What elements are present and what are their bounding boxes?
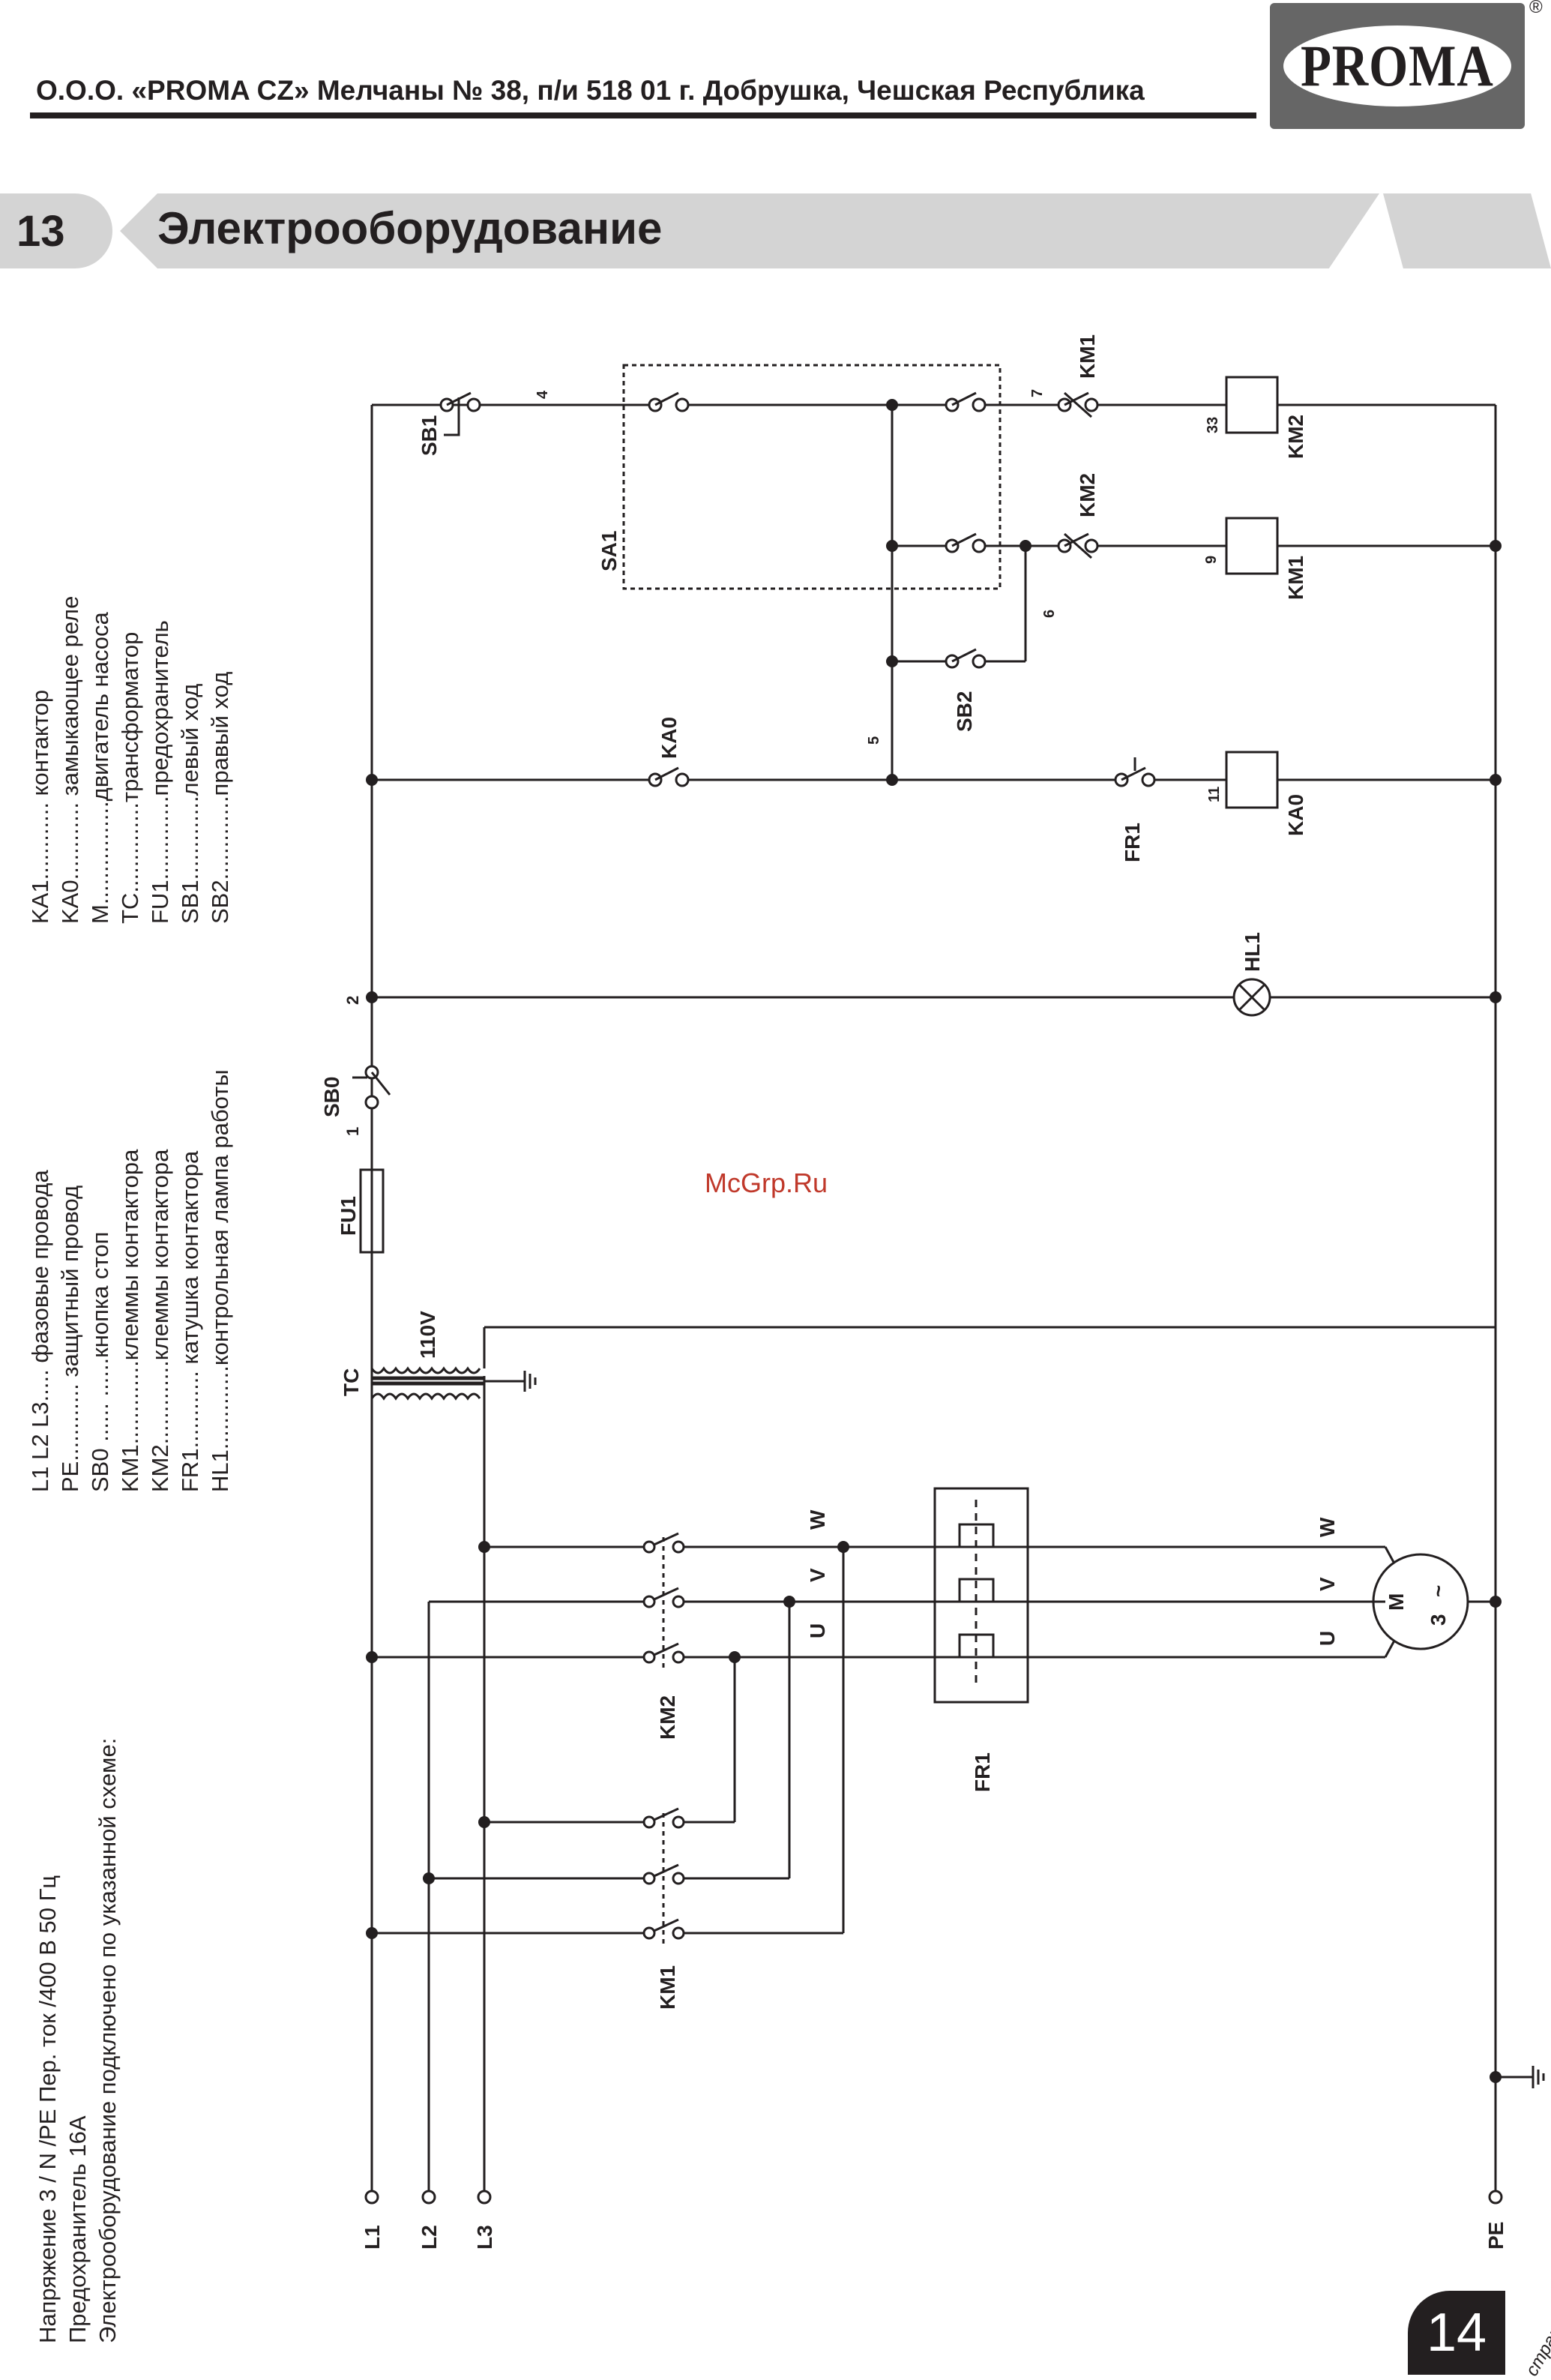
- node-33: 33: [1205, 417, 1221, 433]
- section-number: 13: [16, 206, 65, 256]
- node-4: 4: [534, 390, 551, 399]
- proma-logo-oval: PROMA: [1283, 25, 1511, 106]
- section-number-tab: 13: [0, 193, 112, 268]
- km2-coil-label: KM2: [1284, 415, 1307, 459]
- km1-contact-label: KM1: [1076, 334, 1099, 379]
- w-label: W: [1316, 1517, 1339, 1537]
- section-title: Электрооборудование: [157, 203, 663, 253]
- km1-coil-label: KM1: [1284, 556, 1307, 600]
- sa1-label: SA1: [597, 531, 621, 571]
- node-5: 5: [866, 736, 882, 745]
- node-9: 9: [1203, 556, 1220, 564]
- u-label: U: [1316, 1631, 1339, 1646]
- u-label: U: [806, 1623, 829, 1638]
- km2-power-label: KM2: [656, 1695, 679, 1740]
- sb1-label: SB1: [418, 415, 441, 456]
- watermark: McGrp.Ru: [705, 1168, 828, 1198]
- tc-voltage: 110V: [416, 1311, 439, 1359]
- header-rule: [30, 112, 1256, 118]
- km2-contact-label: KM2: [1076, 473, 1099, 517]
- company-header: О.О.О. «PROMA CZ» Мелчаны № 38, п/и 518 …: [36, 75, 1145, 106]
- fr1-contact-label: FR1: [1121, 823, 1144, 862]
- ka0-coil-label: KA0: [1284, 794, 1307, 836]
- fr1-relay-label: FR1: [971, 1752, 994, 1792]
- sb2-label: SB2: [953, 691, 976, 732]
- w-label: W: [806, 1509, 829, 1530]
- node-1: 1: [343, 1127, 362, 1136]
- v-label: V: [1316, 1577, 1339, 1591]
- motor-ac: ~: [1427, 1585, 1450, 1597]
- terminal-l2: L2: [418, 2225, 441, 2250]
- fu1-label: FU1: [337, 1196, 360, 1236]
- registered-mark: ®: [1529, 0, 1543, 17]
- ka0-contact-label: KA0: [657, 717, 681, 759]
- sb0-label: SB0: [320, 1077, 343, 1117]
- tc-label: TC: [340, 1368, 363, 1396]
- proma-logo-text: PROMA: [1301, 33, 1494, 98]
- node-7: 7: [1029, 389, 1046, 397]
- node-11: 11: [1206, 787, 1223, 802]
- section-title-bar: [120, 193, 1379, 268]
- page-number: 14: [1426, 2303, 1487, 2363]
- terminal-l3: L3: [473, 2225, 496, 2250]
- hl1-label: HL1: [1241, 932, 1264, 972]
- km1-power-label: KM1: [656, 1965, 679, 2010]
- node-2: 2: [343, 996, 362, 1005]
- v-label: V: [806, 1568, 829, 1582]
- terminal-l1: L1: [361, 2225, 384, 2250]
- node-6: 6: [1041, 610, 1058, 618]
- section-title-bar-end: [1383, 193, 1551, 268]
- motor-m: M: [1385, 1593, 1408, 1611]
- motor-phases: 3: [1427, 1614, 1450, 1626]
- page-number-badge: 14: [1408, 2291, 1505, 2375]
- terminal-pe: PE: [1484, 2222, 1508, 2250]
